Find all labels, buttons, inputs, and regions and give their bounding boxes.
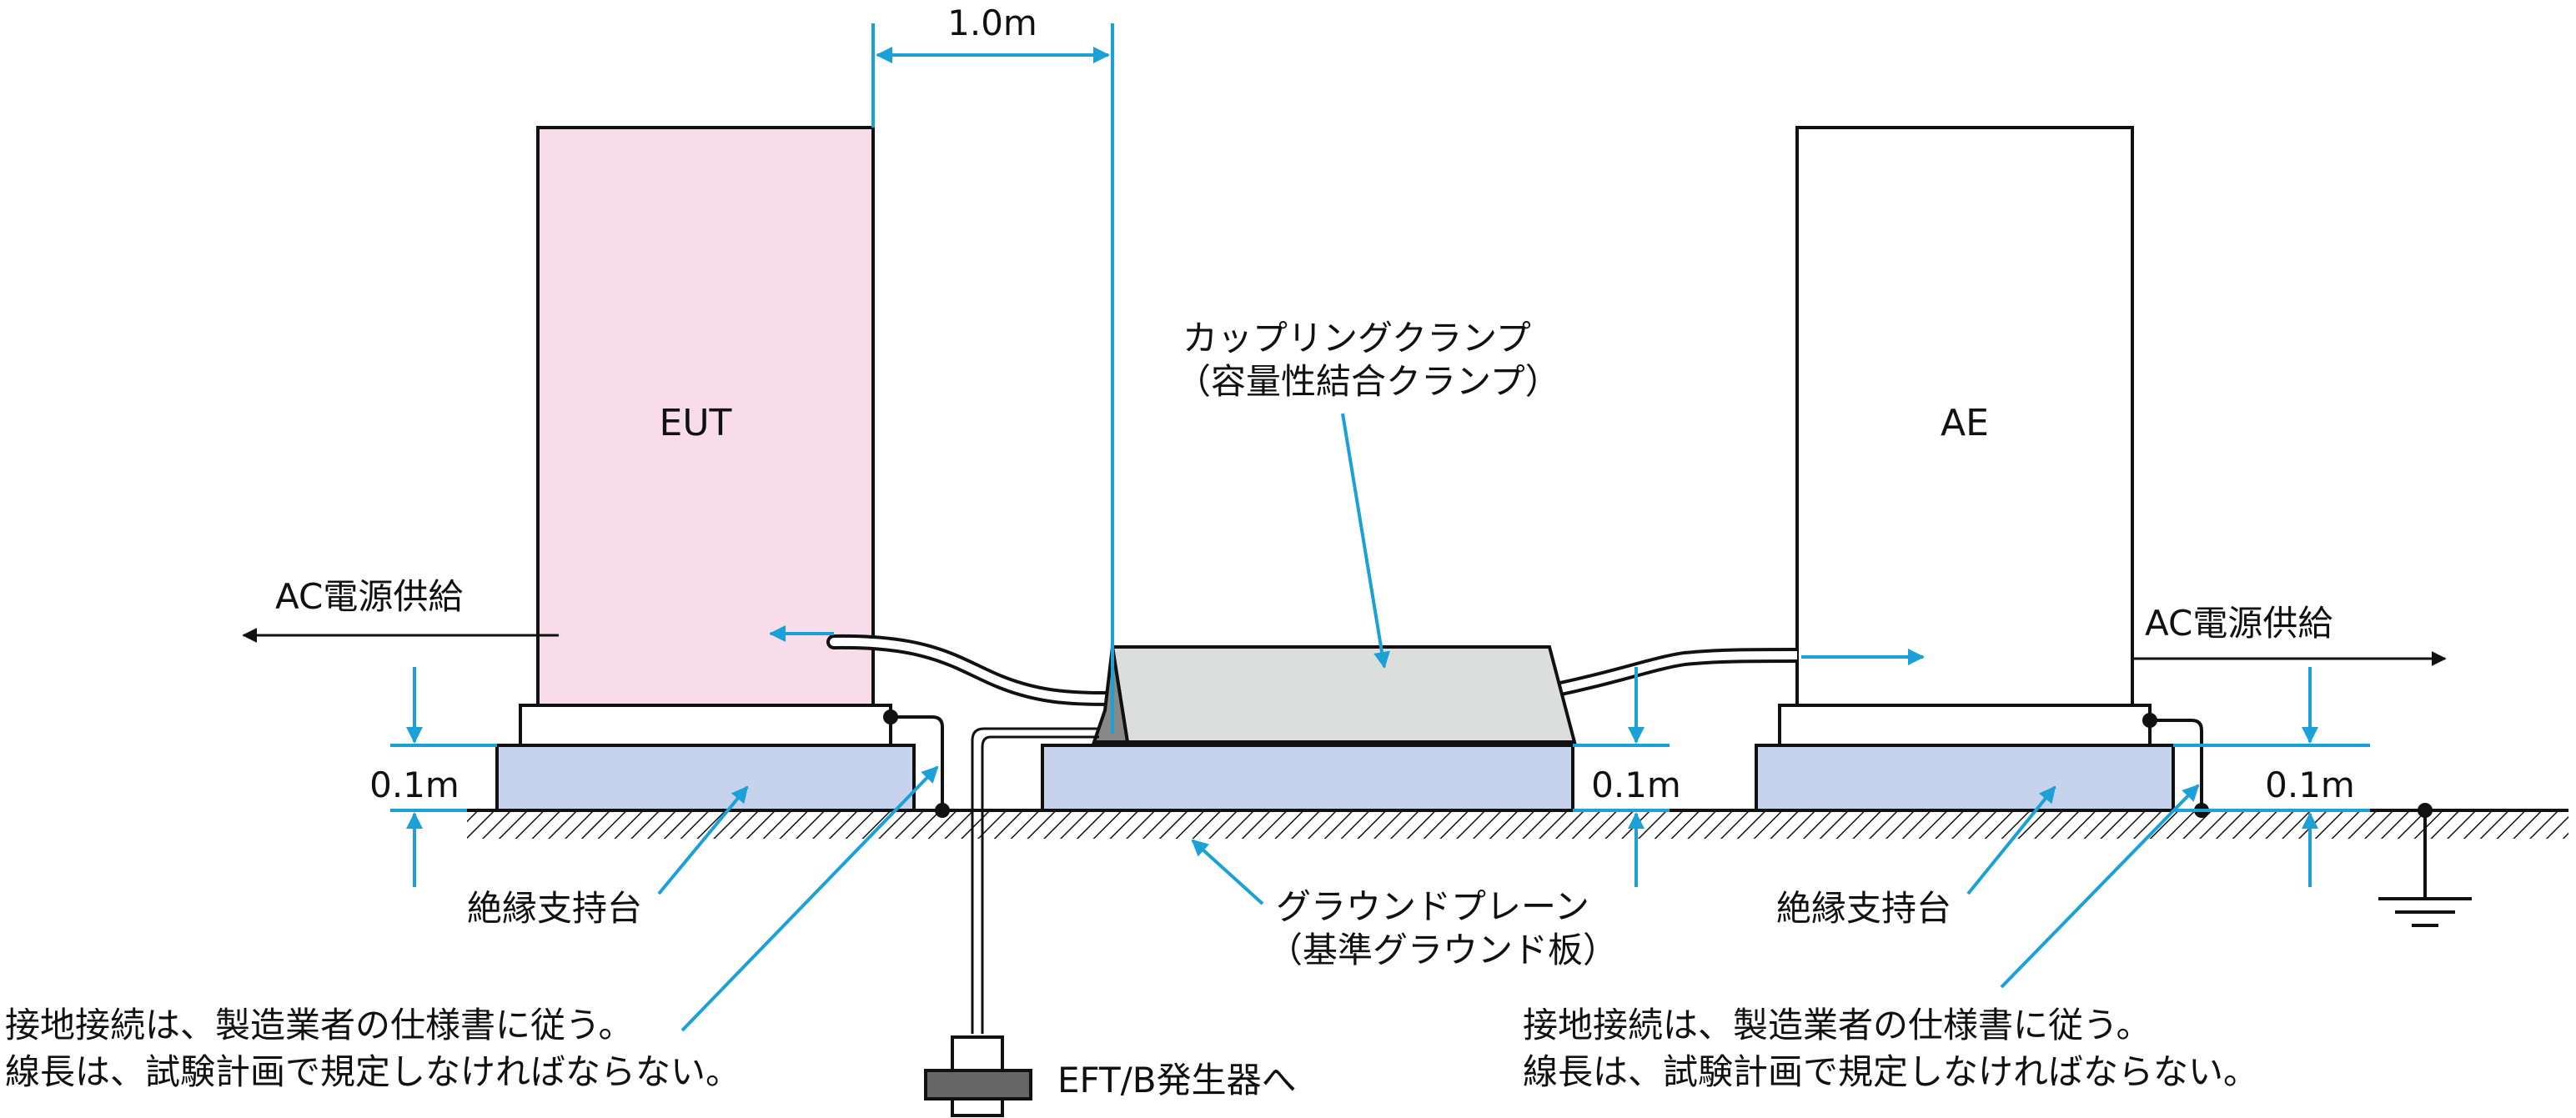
- height-dimension-mid: [1573, 667, 1670, 887]
- support-right: [1755, 744, 2175, 812]
- clamp-label-line2: （容量性結合クランプ）: [1176, 361, 1560, 402]
- ac-label-right: AC電源供給: [2145, 603, 2332, 644]
- generator-label: EFT/B発生器へ: [1057, 1060, 1297, 1100]
- ground-point-left: [935, 803, 950, 818]
- cable-eut: [826, 634, 1125, 706]
- ae-unit: AE: [1778, 126, 2152, 747]
- ground-plane-label-line2: （基準グラウンド板）: [1268, 930, 1618, 970]
- clamp-label-line1: カップリングクランプ: [1183, 318, 1531, 358]
- note-right-line2: 線長は、試験計画で規定しなければならない。: [1523, 1051, 2258, 1092]
- note-right-line1: 接地接続は、製造業者の仕様書に従う。: [1523, 1005, 2151, 1045]
- ground-plane: [467, 809, 2568, 839]
- height-dimension-right: [2173, 667, 2370, 887]
- distance-label: 1.0m: [947, 3, 1037, 43]
- coax-cable: [971, 727, 1099, 1034]
- ground-wire-left: [891, 715, 944, 810]
- leaders: [657, 413, 2200, 1032]
- height-label-mid: 0.1m: [1591, 765, 1681, 805]
- leader-ground-plane: [1191, 839, 1264, 905]
- ground-plane-label-line1: グラウンドプレーン: [1276, 886, 1589, 927]
- distance-dimension: [871, 23, 1114, 734]
- coaxial-connector-icon: [924, 1035, 1032, 1117]
- ae-label: AE: [1941, 402, 1989, 444]
- leader-support-right: [1966, 785, 2056, 895]
- ground-wire-right: [2150, 719, 2203, 810]
- ground-terminal-right: [2142, 713, 2157, 728]
- ac-label-left: AC電源供給: [275, 576, 463, 617]
- eut-label: EUT: [660, 402, 732, 444]
- coupling-clamp: [1092, 645, 1577, 744]
- earth-ground-icon: [2378, 810, 2472, 927]
- leader-support-left: [657, 785, 749, 895]
- height-dimension-left: [390, 667, 497, 887]
- support-left: [495, 744, 916, 812]
- eut-unit: EUT: [519, 126, 892, 747]
- leader-clamp: [1341, 413, 1390, 669]
- note-left-line2: 線長は、試験計画で規定しなければならない。: [5, 1051, 741, 1092]
- note-left-line1: 接地接続は、製造業者の仕様書に従う。: [5, 1005, 633, 1045]
- height-label-left: 0.1m: [369, 765, 459, 805]
- support-label-left: 絶縁支持台: [467, 888, 642, 929]
- ground-point-earth: [2418, 803, 2433, 818]
- support-mid: [1041, 744, 1574, 812]
- cable-ae: [1551, 648, 1798, 698]
- support-label-right: 絶縁支持台: [1776, 888, 1951, 929]
- ground-terminal-left: [883, 709, 898, 724]
- leader-ground-left: [680, 765, 939, 1032]
- height-label-right: 0.1m: [2265, 765, 2355, 805]
- leader-ground-right: [2000, 784, 2200, 989]
